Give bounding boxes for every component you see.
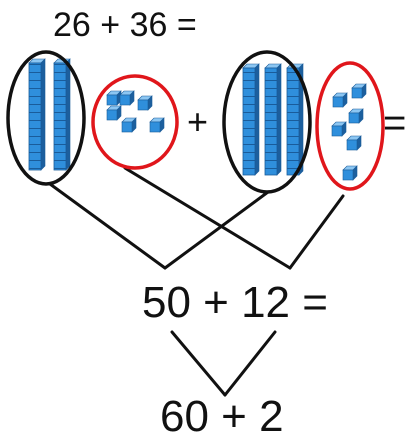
unit-cube bbox=[121, 117, 137, 133]
ones-cubes-group-2 bbox=[331, 83, 367, 181]
tens-connector-left bbox=[48, 182, 167, 270]
ones-connector-left bbox=[123, 166, 292, 270]
problem-equation: 26 + 36 = bbox=[53, 6, 197, 44]
equals-sign: = bbox=[383, 101, 407, 145]
tens-rod bbox=[242, 63, 260, 176]
unit-cube bbox=[149, 117, 165, 133]
plus-sign: + bbox=[187, 101, 209, 142]
unit-cube bbox=[342, 165, 358, 181]
partial-sum-equation: 50 + 12 = bbox=[142, 278, 328, 327]
unit-cube bbox=[346, 135, 362, 151]
tens-rod bbox=[264, 63, 282, 176]
connector-lines bbox=[48, 166, 345, 397]
unit-cube bbox=[351, 83, 367, 99]
tens-connector-right bbox=[163, 190, 270, 270]
tens-circle-2 bbox=[222, 50, 312, 194]
split-line-right bbox=[223, 330, 277, 397]
tens-rod bbox=[53, 58, 71, 171]
unit-cube bbox=[106, 105, 122, 121]
ones-connector-right bbox=[288, 194, 345, 270]
ones-circle-1 bbox=[91, 74, 179, 170]
unit-cube bbox=[119, 90, 135, 106]
unit-cube bbox=[331, 121, 347, 137]
ones-circle-2 bbox=[315, 61, 385, 191]
unit-cube bbox=[106, 90, 122, 106]
unit-cube bbox=[137, 95, 153, 111]
ones-cubes-group-1 bbox=[106, 90, 165, 133]
unit-cube bbox=[348, 108, 364, 124]
final-equation: 60 + 2 bbox=[160, 392, 284, 441]
unit-cube bbox=[332, 92, 348, 108]
tens-rods-group-1 bbox=[28, 58, 71, 171]
tens-circle-1 bbox=[6, 50, 86, 186]
split-line-left bbox=[170, 330, 227, 397]
tens-rod bbox=[28, 58, 46, 171]
tens-rods-group-2 bbox=[242, 63, 304, 176]
